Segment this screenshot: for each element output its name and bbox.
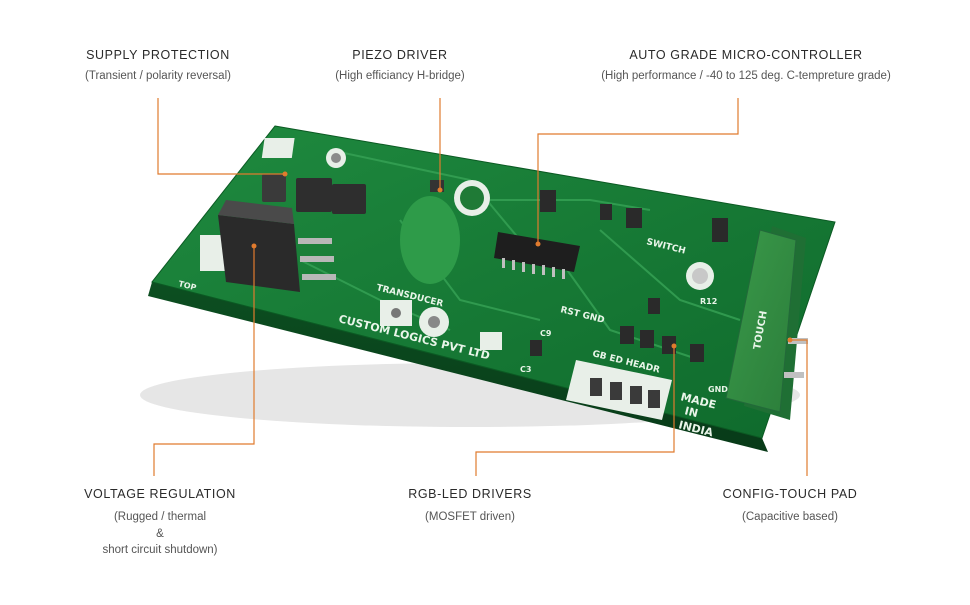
supply-protection-parts <box>262 174 366 214</box>
pcb-made-in-2: IN <box>683 404 699 420</box>
callout-subtitle: (High performance / -40 to 125 deg. C-te… <box>601 70 891 82</box>
callout-title: PIEZO DRIVER <box>352 48 448 62</box>
callout-voltage-regulation: VOLTAGE REGULATION (Rugged / thermal & s… <box>60 487 260 559</box>
mosfet-parts <box>480 204 728 362</box>
rgb-header <box>566 360 672 420</box>
callout-piezo-driver: PIEZO DRIVER (High efficiancy H-bridge) <box>300 48 500 85</box>
microcontroller-chip <box>494 190 580 279</box>
callout-supply-protection: SUPPLY PROTECTION (Transient / polarity … <box>48 48 268 85</box>
silk-pad-left <box>261 138 295 158</box>
callout-line-config-touch-pad <box>790 339 808 476</box>
callout-subtitle: (Capacitive based) <box>742 511 838 523</box>
callout-subtitle-line-3: short circuit shutdown) <box>102 544 218 557</box>
callout-title: AUTO GRADE MICRO-CONTROLLER <box>629 48 863 62</box>
callout-title: RGB-LED DRIVERS <box>408 487 532 501</box>
callout-subtitle: (MOSFET driven) <box>425 511 515 523</box>
callout-line-micro-controller <box>537 98 739 244</box>
voltage-regulator <box>218 200 336 292</box>
piezo-driver-parts <box>400 180 490 284</box>
transducer-pads <box>380 300 449 337</box>
touch-pad <box>725 226 808 420</box>
pcb-c3-text: C3 <box>520 365 531 374</box>
callout-rgb-led-drivers: RGB-LED DRIVERS (MOSFET driven) <box>370 487 570 526</box>
pcb-r12-text: R12 <box>700 297 717 306</box>
callout-subtitle-line-1: (Rugged / thermal <box>113 511 207 523</box>
callout-title: VOLTAGE REGULATION <box>84 487 236 501</box>
callout-lines <box>153 98 808 476</box>
callout-title: SUPPLY PROTECTION <box>86 48 230 62</box>
callout-line-rgb-led-drivers <box>475 346 675 476</box>
callout-subtitle: (High efficiancy H-bridge) <box>335 70 465 82</box>
callout-line-supply-protection <box>157 98 285 175</box>
pcb-gnd-text: GND <box>708 385 728 394</box>
pcb-top-text: TOP <box>178 279 198 292</box>
callout-line-voltage-regulation <box>153 246 255 476</box>
callout-subtitle-line-2: & <box>156 527 164 540</box>
callout-title: CONFIG-TOUCH PAD <box>722 487 858 501</box>
callout-micro-controller: AUTO GRADE MICRO-CONTROLLER (High perfor… <box>556 48 936 85</box>
callout-subtitle: (Transient / polarity reversal) <box>85 70 231 82</box>
pcb-c9-text: C9 <box>540 329 552 338</box>
callout-config-touch-pad: CONFIG-TOUCH PAD (Capacitive based) <box>690 487 890 526</box>
